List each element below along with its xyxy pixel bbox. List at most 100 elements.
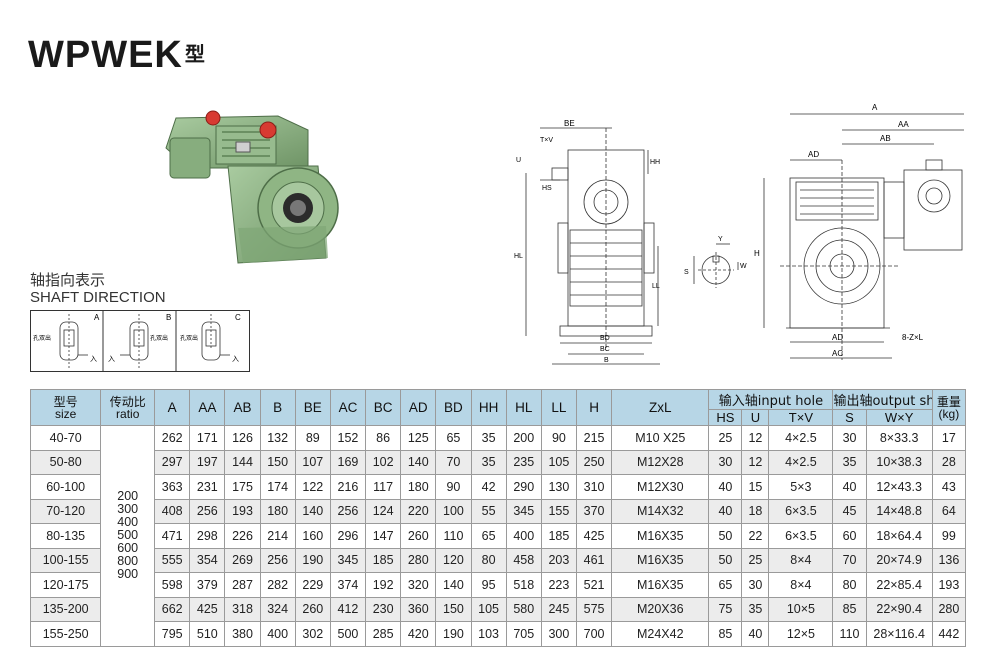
ratio-value: 600	[117, 541, 139, 556]
cell-value: 197	[189, 449, 226, 475]
cell-value: 345	[505, 498, 542, 524]
cell-value: 65	[435, 425, 472, 451]
cell-value: 8×33.3	[865, 425, 933, 451]
th-bc: BC	[365, 389, 402, 426]
th-weight: 重量(kg)	[931, 389, 967, 426]
cell-value: 40	[832, 474, 867, 500]
cell-value: 290	[505, 474, 542, 500]
th-u: U	[741, 409, 770, 426]
cell-value: 12	[741, 449, 770, 475]
side-view-drawing: BE T×V U HS HH HL LL BD BC B	[514, 119, 660, 365]
th-zxl: ZxL	[611, 389, 710, 426]
shaft-box-b-tag: 孔双出	[150, 334, 168, 342]
cell-value: 64	[931, 498, 967, 524]
shaft-box-c-io: 入	[232, 355, 239, 363]
label-u: U	[516, 157, 521, 164]
label-a: A	[872, 103, 878, 112]
shaft-box-c	[201, 314, 230, 361]
cell-value: 25	[708, 425, 743, 451]
cell-value: 555	[154, 547, 191, 573]
cell-value: 370	[575, 498, 613, 524]
cell-value: 380	[224, 621, 261, 647]
cell-value: 43	[931, 474, 967, 500]
th-b: B	[259, 389, 296, 426]
cell-value: 360	[400, 596, 437, 622]
gearbox-photo	[165, 110, 339, 264]
cell-value: 412	[329, 596, 367, 622]
cell-value: 30	[708, 449, 743, 475]
cell-value: 160	[294, 523, 331, 549]
cell-value: 95	[470, 572, 507, 598]
cell-value: 287	[224, 572, 261, 598]
cell-value: 28	[931, 449, 967, 475]
cell-value: 22×90.4	[865, 596, 933, 622]
cell-value: 130	[540, 474, 577, 500]
cell-value: 425	[189, 596, 226, 622]
cell-value: 65	[470, 523, 507, 549]
shaft-box-b-letter: B	[166, 313, 171, 322]
ratio-value: 500	[117, 528, 139, 543]
cell-value: 320	[400, 572, 437, 598]
cell-size: 120-175	[29, 572, 102, 598]
cell-value: 215	[575, 425, 613, 451]
label-ac: AC	[832, 349, 843, 358]
cell-value: 235	[505, 449, 542, 475]
cell-value: 223	[540, 572, 577, 598]
model-name: WPWEK	[28, 34, 183, 76]
cell-value: 354	[189, 547, 226, 573]
cell-value: 705	[505, 621, 542, 647]
cell-size: 135-200	[29, 596, 102, 622]
cell-value: 192	[365, 572, 402, 598]
front-view-drawing: A AA AB AD H 8-Z×L AD AC	[754, 103, 964, 360]
cell-value: 107	[294, 449, 331, 475]
cell-value: 231	[189, 474, 226, 500]
cell-value: 262	[154, 425, 191, 451]
cell-value: 126	[224, 425, 261, 451]
cell-value: 35	[832, 449, 867, 475]
shaft-box-a	[59, 314, 88, 368]
th-ll: LL	[540, 389, 577, 426]
cell-value: 420	[400, 621, 437, 647]
cell-value: 40	[708, 498, 743, 524]
cell-value: 318	[224, 596, 261, 622]
cell-value: 193	[931, 572, 967, 598]
cell-value: 122	[294, 474, 331, 500]
cell-value: 40	[708, 474, 743, 500]
shaft-direction-en: SHAFT DIRECTION	[30, 289, 166, 306]
cell-value: 180	[400, 474, 437, 500]
th-ab: AB	[224, 389, 261, 426]
cell-value: 103	[470, 621, 507, 647]
th-input-group: 输入轴input hole	[708, 389, 834, 410]
cell-value: 35	[470, 449, 507, 475]
cell-value: 175	[224, 474, 261, 500]
ratio-value: 400	[117, 515, 139, 530]
cell-value: 10×5	[768, 596, 834, 622]
cell-size: 70-120	[29, 498, 102, 524]
cell-value: 22×85.4	[865, 572, 933, 598]
cell-value: 260	[294, 596, 331, 622]
shaft-direction-diagrams: A B C 孔双出 孔双出 孔双出 入 入 入	[30, 310, 250, 372]
cell-value: M16X35	[611, 547, 710, 573]
cell-value: 35	[741, 596, 770, 622]
cell-value: 10×38.3	[865, 449, 933, 475]
cell-value: 214	[259, 523, 296, 549]
cell-value: 12×5	[768, 621, 834, 647]
cell-value: 280	[931, 596, 967, 622]
cell-value: 190	[435, 621, 472, 647]
cell-value: 5×3	[768, 474, 834, 500]
cell-value: 152	[329, 425, 367, 451]
label-aa: AA	[898, 120, 909, 129]
label-ll: LL	[652, 283, 660, 290]
cell-size: 60-100	[29, 474, 102, 500]
cell-value: 521	[575, 572, 613, 598]
cell-value: 280	[400, 547, 437, 573]
cell-value: 105	[470, 596, 507, 622]
cell-value: 85	[832, 596, 867, 622]
cell-value: 298	[189, 523, 226, 549]
cell-value: 140	[294, 498, 331, 524]
shaft-box-b-io: 入	[108, 355, 115, 363]
